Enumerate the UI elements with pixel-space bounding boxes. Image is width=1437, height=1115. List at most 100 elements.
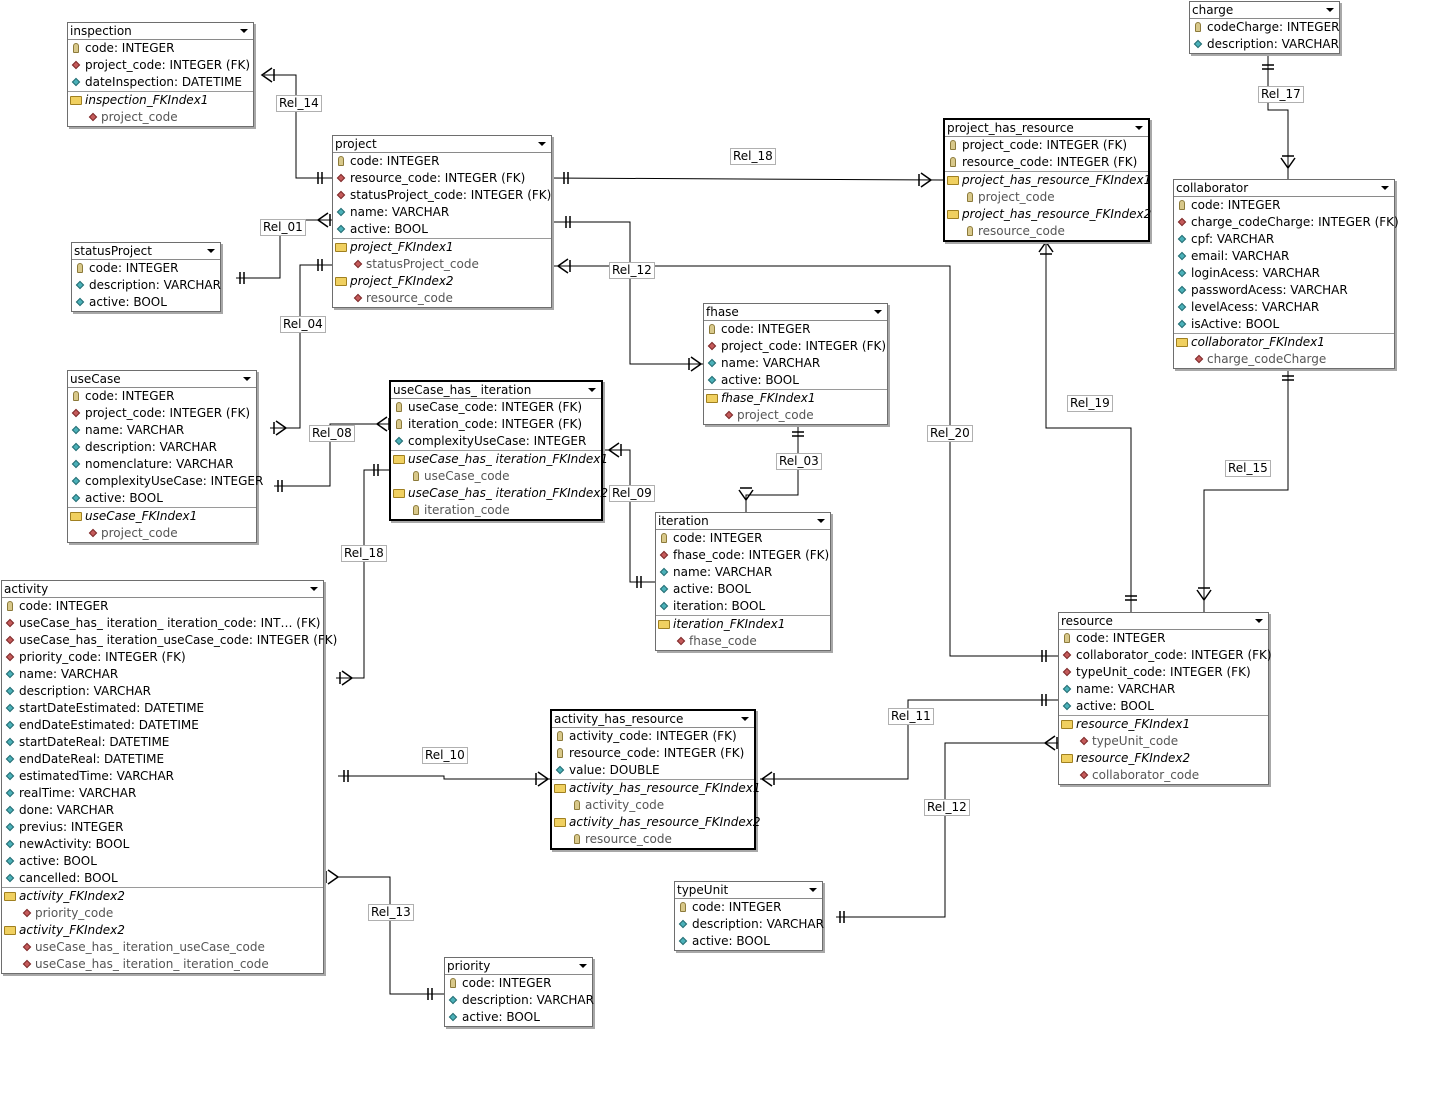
column-row[interactable]: endDateEstimated: DATETIME bbox=[2, 717, 323, 734]
column-row[interactable]: description: VARCHAR bbox=[68, 439, 256, 456]
index-row[interactable]: iteration_FKIndex1 bbox=[656, 615, 830, 633]
column-row[interactable]: codeCharge: INTEGER bbox=[1190, 19, 1340, 36]
table-header[interactable]: useCase_has_ iteration bbox=[391, 382, 601, 399]
table-header[interactable]: priority bbox=[445, 958, 592, 975]
column-row[interactable]: useCase_code: INTEGER (FK) bbox=[391, 399, 601, 416]
relationship-line[interactable] bbox=[549, 177, 944, 181]
chevron-down-icon[interactable] bbox=[741, 717, 749, 721]
index-row[interactable]: project_has_resource_FKIndex1 bbox=[945, 171, 1151, 189]
column-row[interactable]: typeUnit_code: INTEGER (FK) bbox=[1059, 664, 1268, 681]
index-row[interactable]: activity_has_resource_FKIndex2 bbox=[552, 814, 761, 831]
relationship-line[interactable] bbox=[338, 775, 550, 780]
column-row[interactable]: code: INTEGER bbox=[333, 153, 551, 170]
index-row[interactable]: project_has_resource_FKIndex2 bbox=[945, 206, 1151, 223]
rel-label-03[interactable]: Rel_03 bbox=[776, 453, 822, 470]
relationship-line[interactable] bbox=[760, 699, 1058, 780]
column-row[interactable]: endDateReal: DATETIME bbox=[2, 751, 323, 768]
rel-label-09[interactable]: Rel_09 bbox=[609, 485, 655, 502]
column-row[interactable]: name: VARCHAR bbox=[1059, 681, 1268, 698]
index-row[interactable]: useCase_has_ iteration_FKIndex1 bbox=[391, 450, 608, 468]
column-row[interactable]: name: VARCHAR bbox=[333, 204, 551, 221]
chevron-down-icon[interactable] bbox=[588, 388, 596, 392]
column-row[interactable]: useCase_has_ iteration_useCase_code: INT… bbox=[2, 632, 337, 649]
column-row[interactable]: description: VARCHAR bbox=[445, 992, 594, 1009]
column-row[interactable]: active: BOOL bbox=[1059, 698, 1268, 715]
column-row[interactable]: complexityUseCase: INTEGER bbox=[68, 473, 263, 490]
rel-label-17[interactable]: Rel_17 bbox=[1258, 86, 1304, 103]
rel-label-11[interactable]: Rel_11 bbox=[888, 708, 934, 725]
column-row[interactable]: active: BOOL bbox=[68, 490, 256, 507]
column-row[interactable]: description: VARCHAR bbox=[675, 916, 824, 933]
column-row[interactable]: value: DOUBLE bbox=[552, 762, 754, 779]
chevron-down-icon[interactable] bbox=[579, 964, 587, 968]
rel-label-18-top[interactable]: Rel_18 bbox=[730, 148, 776, 165]
column-row[interactable]: fhase_code: INTEGER (FK) bbox=[656, 547, 830, 564]
chevron-down-icon[interactable] bbox=[207, 249, 215, 253]
column-row[interactable]: collaborator_code: INTEGER (FK) bbox=[1059, 647, 1272, 664]
column-row[interactable]: resource_code: INTEGER (FK) bbox=[552, 745, 754, 762]
table-header[interactable]: activity_has_resource bbox=[552, 711, 754, 728]
column-row[interactable]: iteration: BOOL bbox=[656, 598, 830, 615]
index-row[interactable]: fhase_FKIndex1 bbox=[704, 389, 887, 407]
chevron-down-icon[interactable] bbox=[538, 142, 546, 146]
column-row[interactable]: done: VARCHAR bbox=[2, 802, 323, 819]
rel-label-01[interactable]: Rel_01 bbox=[260, 219, 306, 236]
rel-label-13[interactable]: Rel_13 bbox=[368, 904, 414, 921]
relationship-line[interactable] bbox=[1045, 240, 1132, 612]
table-header[interactable]: resource bbox=[1059, 613, 1268, 630]
column-row[interactable]: active: BOOL bbox=[2, 853, 323, 870]
column-row[interactable]: code: INTEGER bbox=[656, 530, 830, 547]
column-row[interactable]: iteration_code: INTEGER (FK) bbox=[391, 416, 601, 433]
column-row[interactable]: code: INTEGER bbox=[445, 975, 592, 992]
chevron-down-icon[interactable] bbox=[874, 310, 882, 314]
column-row[interactable]: description: VARCHAR bbox=[72, 277, 221, 294]
rel-label-20[interactable]: Rel_20 bbox=[927, 425, 973, 442]
column-row[interactable]: priority_code: INTEGER (FK) bbox=[2, 649, 323, 666]
column-row[interactable]: useCase_has_ iteration_ iteration_code: … bbox=[2, 615, 323, 632]
relationship-line[interactable] bbox=[1203, 370, 1289, 612]
chevron-down-icon[interactable] bbox=[310, 587, 318, 591]
relationship-line[interactable] bbox=[236, 219, 332, 279]
table-header[interactable]: activity bbox=[2, 581, 323, 598]
column-row[interactable]: loginAcess: VARCHAR bbox=[1174, 265, 1394, 282]
column-row[interactable]: project_code: INTEGER (FK) bbox=[945, 137, 1148, 154]
index-row[interactable]: resource_FKIndex1 bbox=[1059, 715, 1268, 733]
table-header[interactable]: collaborator bbox=[1174, 180, 1394, 197]
column-row[interactable]: resource_code: INTEGER (FK) bbox=[333, 170, 551, 187]
rel-label-14[interactable]: Rel_14 bbox=[276, 95, 322, 112]
rel-label-15[interactable]: Rel_15 bbox=[1225, 460, 1271, 477]
table-header[interactable]: charge bbox=[1190, 2, 1339, 19]
column-row[interactable]: complexityUseCase: INTEGER bbox=[391, 433, 601, 450]
chevron-down-icon[interactable] bbox=[1255, 619, 1263, 623]
column-row[interactable]: active: BOOL bbox=[656, 581, 830, 598]
table-header[interactable]: statusProject bbox=[72, 243, 220, 260]
column-row[interactable]: name: VARCHAR bbox=[656, 564, 830, 581]
column-row[interactable]: charge_codeCharge: INTEGER (FK) bbox=[1174, 214, 1399, 231]
table-header[interactable]: fhase bbox=[704, 304, 887, 321]
chevron-down-icon[interactable] bbox=[243, 377, 251, 381]
rel-label-18-mid[interactable]: Rel_18 bbox=[341, 545, 387, 562]
column-row[interactable]: code: INTEGER bbox=[1059, 630, 1268, 647]
relationship-line[interactable] bbox=[836, 742, 1058, 918]
column-row[interactable]: active: BOOL bbox=[675, 933, 822, 950]
relationship-line[interactable] bbox=[270, 264, 332, 429]
index-row[interactable]: useCase_has_ iteration_FKIndex2 bbox=[391, 485, 608, 502]
column-row[interactable]: name: VARCHAR bbox=[704, 355, 887, 372]
column-row[interactable]: code: INTEGER bbox=[72, 260, 220, 277]
column-row[interactable]: email: VARCHAR bbox=[1174, 248, 1394, 265]
column-row[interactable]: estimatedTime: VARCHAR bbox=[2, 768, 323, 785]
index-row[interactable]: project_FKIndex1 bbox=[333, 238, 551, 256]
index-row[interactable]: resource_FKIndex2 bbox=[1059, 750, 1268, 767]
column-row[interactable]: startDateReal: DATETIME bbox=[2, 734, 323, 751]
rel-label-12-top[interactable]: Rel_12 bbox=[609, 262, 655, 279]
relationship-line[interactable] bbox=[550, 221, 703, 365]
column-row[interactable]: project_code: INTEGER (FK) bbox=[704, 338, 887, 355]
